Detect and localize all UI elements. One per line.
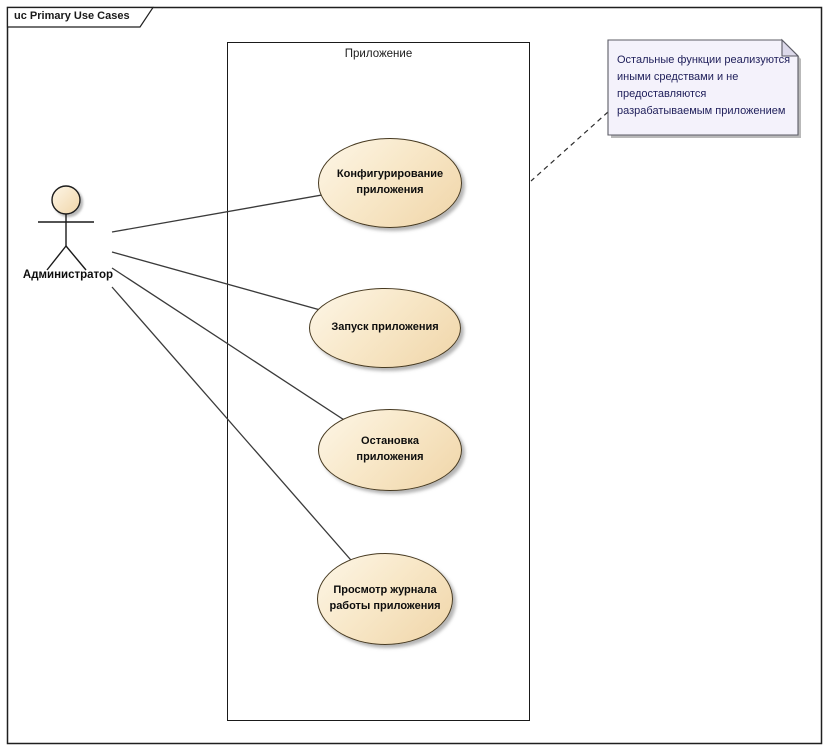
usecase-stop-app: Остановка приложения xyxy=(318,409,462,491)
system-boundary-title: Приложение xyxy=(344,48,413,60)
note-line: иными средствами и не xyxy=(617,71,739,83)
actor-name: Администратор xyxy=(22,269,114,281)
usecase-start-app: Запуск приложения xyxy=(309,288,461,368)
note-line: предоставляются xyxy=(617,88,707,100)
usecase-label: Запуск приложения xyxy=(331,321,439,334)
usecase-configure-app: Конфигурирование приложения xyxy=(318,138,462,228)
usecase-label: Остановка приложения xyxy=(356,435,424,463)
actor-head xyxy=(51,185,81,215)
usecase-label: Просмотр журнала работы приложения xyxy=(329,584,441,612)
actor-figure xyxy=(38,185,94,271)
note-line: Остальные функции реализуются xyxy=(617,54,791,66)
usecase-view-log: Просмотр журнала работы приложения xyxy=(317,553,453,645)
note-content: Остальные функции реализуются иными сред… xyxy=(617,52,793,120)
frame-title: uc Primary Use Cases xyxy=(14,10,130,22)
note-attachment-line xyxy=(530,111,609,182)
usecase-label: Конфигурирование приложения xyxy=(336,168,444,196)
note-line: разрабатываемым приложением xyxy=(617,105,786,117)
